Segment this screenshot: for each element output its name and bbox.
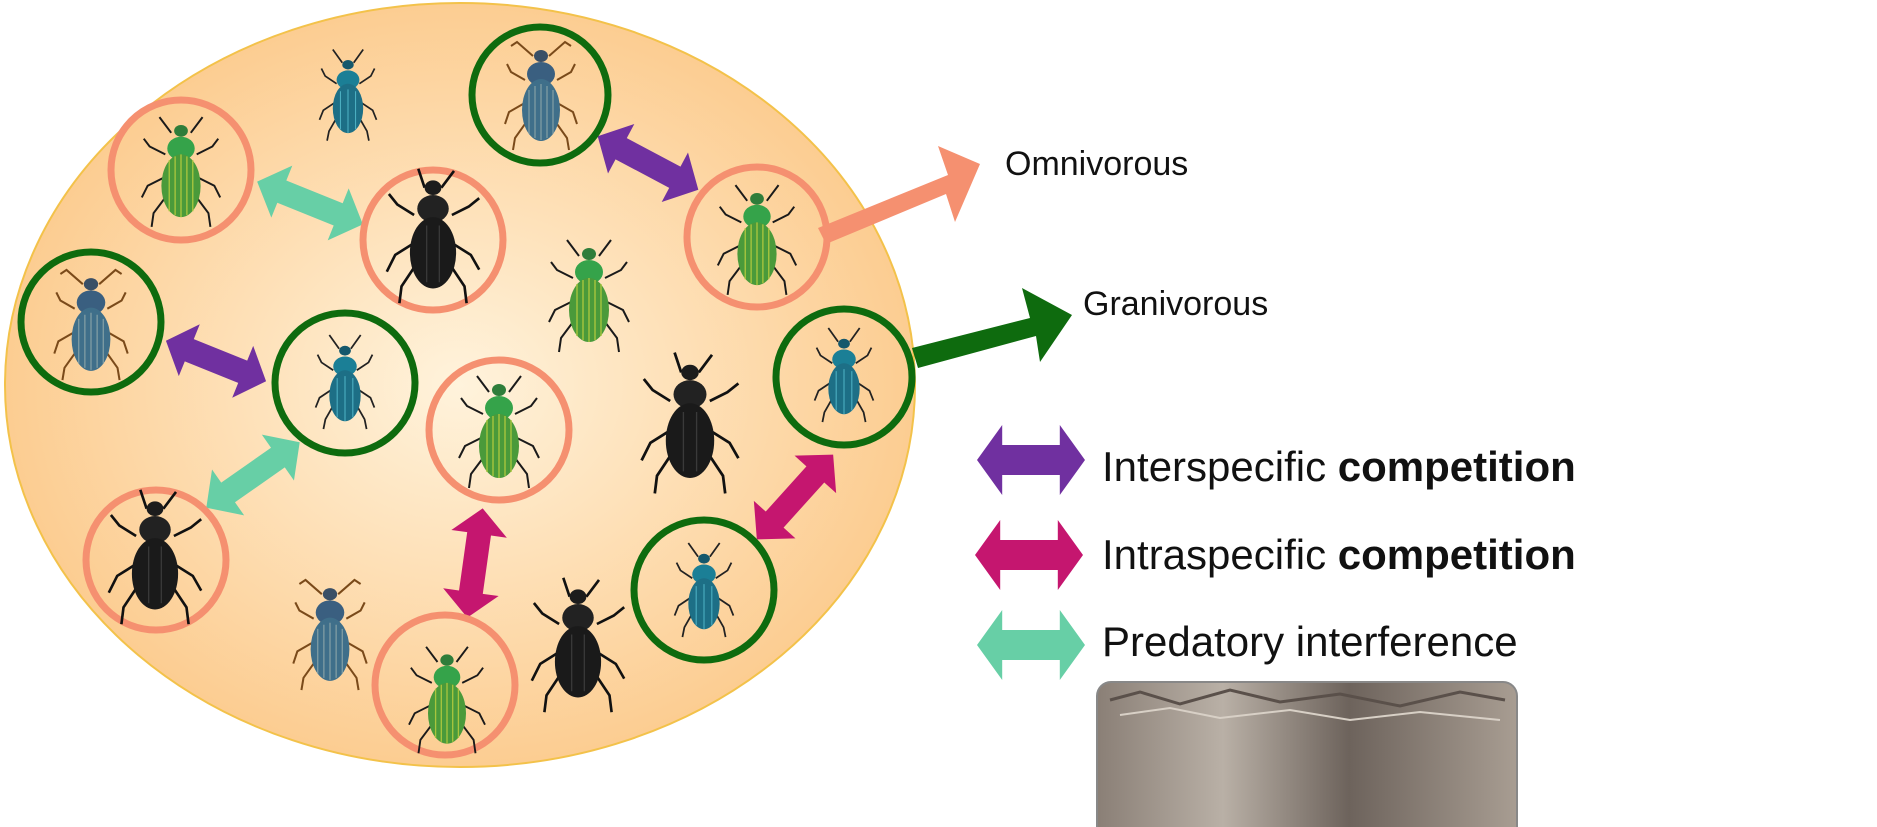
granivorous-arrow <box>912 288 1072 368</box>
legend-intraspecific-bold: competition <box>1338 531 1576 578</box>
ground-photo <box>1097 682 1517 827</box>
legend-item-predatory: Predatory interference <box>977 610 1518 680</box>
intraspecific-legend-icon <box>975 520 1083 590</box>
legend-interspecific-prefix: Interspecific <box>1102 443 1338 490</box>
svg-text:Interspecific competition: Interspecific competition <box>1102 443 1576 490</box>
legend-predatory-prefix: Predatory interference <box>1102 618 1518 665</box>
granivorous-label: Granivorous <box>1083 285 1268 323</box>
predatory-legend-icon <box>977 610 1085 680</box>
legend: Interspecific competition Intraspecific … <box>975 425 1576 680</box>
svg-text:Intraspecific competition: Intraspecific competition <box>1102 531 1576 578</box>
legend-intraspecific-prefix: Intraspecific <box>1102 531 1338 578</box>
legend-item-interspecific: Interspecific competition <box>977 425 1576 495</box>
legend-item-intraspecific: Intraspecific competition <box>975 520 1576 590</box>
interspecific-legend-icon <box>977 425 1085 495</box>
svg-text:Predatory interference: Predatory interference <box>1102 618 1518 665</box>
legend-interspecific-bold: competition <box>1338 443 1576 490</box>
omnivorous-label: Omnivorous <box>1005 145 1188 183</box>
